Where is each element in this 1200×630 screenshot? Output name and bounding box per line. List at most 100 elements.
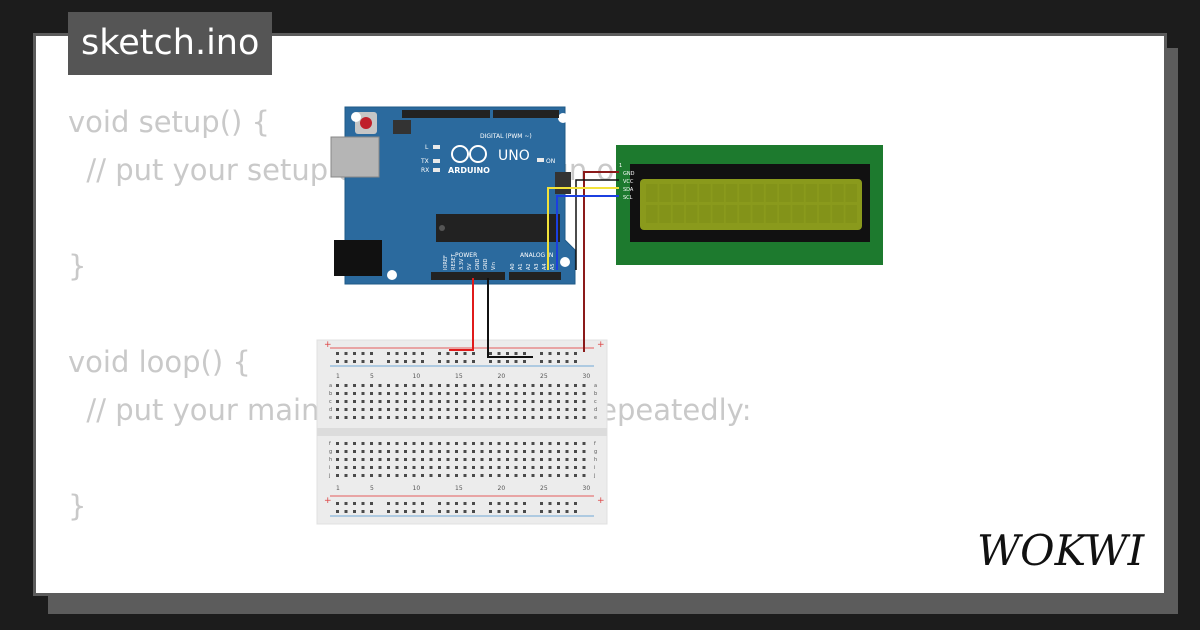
breadboard-hole — [421, 392, 424, 395]
breadboard-hole — [574, 360, 577, 363]
breadboard-hole — [574, 442, 577, 445]
breadboard-hole — [531, 408, 535, 411]
breadboard-hole — [455, 352, 458, 355]
breadboard-hole — [582, 442, 586, 445]
breadboard-hole — [395, 392, 399, 395]
column-number: 5 — [370, 373, 374, 380]
breadboard-hole — [582, 458, 586, 461]
breadboard-hole — [353, 400, 356, 403]
arduino-pin-label: A4 — [542, 263, 548, 270]
breadboard-hole — [387, 408, 390, 411]
breadboard-hole — [353, 392, 356, 395]
arduino-uno[interactable]: DIGITAL (PWM ~) UNO ARDUINO L TX RX ON P… — [330, 106, 576, 285]
breadboard-hole — [344, 384, 348, 387]
model-label: UNO — [498, 148, 530, 164]
breadboard-hole — [548, 352, 552, 355]
arduino-pin-label: A5 — [550, 263, 556, 270]
breadboard-hole — [404, 450, 407, 453]
breadboard-hole — [336, 416, 339, 419]
breadboard-hole — [497, 408, 501, 411]
wire-lcd-gnd[interactable] — [583, 171, 619, 352]
breadboard-hole — [344, 466, 348, 469]
wire-gnd[interactable] — [487, 278, 533, 358]
file-tab[interactable]: sketch.ino — [68, 12, 273, 75]
breadboard-hole — [404, 510, 407, 513]
wires[interactable] — [449, 171, 619, 358]
breadboard-hole — [557, 466, 560, 469]
breadboard-hole — [455, 416, 458, 419]
breadboard-hole — [344, 416, 348, 419]
breadboard-hole — [523, 450, 526, 453]
row-letter: b — [594, 391, 597, 397]
wokwi-logo: WOKWI — [975, 525, 1155, 581]
breadboard-hole — [344, 442, 348, 445]
lcd-cell — [818, 205, 831, 223]
lcd-cell — [832, 205, 844, 223]
rail-plus-label: + — [597, 340, 605, 350]
column-number: 5 — [370, 485, 374, 492]
breadboard-hole — [540, 450, 543, 453]
analog-label: ANALOG IN — [520, 252, 553, 259]
breadboard-hole — [455, 400, 458, 403]
breadboard-hole — [361, 408, 365, 411]
breadboard-hole — [446, 458, 450, 461]
breadboard-hole — [463, 442, 467, 445]
breadboard-hole — [378, 408, 382, 411]
breadboard-hole — [557, 360, 560, 363]
lcd-cell — [712, 184, 724, 202]
lcd-display[interactable]: 1 GND VCC SDA SCL — [616, 145, 883, 265]
row-letter: a — [594, 383, 597, 389]
breadboard-hole — [395, 400, 399, 403]
breadboard-hole — [489, 458, 492, 461]
column-number: 30 — [583, 373, 591, 380]
breadboard-hole — [489, 360, 492, 363]
column-number: 30 — [583, 485, 591, 492]
wire-sda[interactable] — [547, 187, 619, 270]
breadboard-hole — [344, 474, 348, 477]
breadboard-hole — [523, 474, 526, 477]
breadboard-hole — [370, 360, 373, 363]
row-letter: f — [594, 441, 596, 447]
breadboard-hole — [378, 474, 382, 477]
breadboard-hole — [540, 408, 543, 411]
breadboard-hole — [565, 360, 569, 363]
breadboard-hole — [387, 458, 390, 461]
breadboard-hole — [378, 400, 382, 403]
breadboard-hole — [404, 458, 407, 461]
wire-lcd-vcc[interactable] — [575, 179, 619, 270]
breadboard-hole — [421, 502, 424, 505]
breadboard-hole — [472, 408, 475, 411]
breadboard-hole — [429, 474, 433, 477]
breadboard-hole — [421, 408, 424, 411]
breadboard-hole — [421, 474, 424, 477]
lcd-cell — [739, 184, 751, 202]
breadboard-hole — [353, 442, 356, 445]
breadboard-hole — [378, 416, 382, 419]
breadboard-hole — [455, 458, 458, 461]
wire-5v[interactable] — [449, 278, 474, 351]
breadboard-hole — [540, 466, 543, 469]
breadboard-hole — [506, 360, 509, 363]
breadboard-hole — [387, 510, 390, 513]
breadboard-hole — [455, 466, 458, 469]
breadboard-hole — [523, 392, 526, 395]
breadboard-hole — [506, 458, 509, 461]
breadboard-hole — [565, 510, 569, 513]
breadboard-hole — [387, 392, 390, 395]
breadboard-hole — [370, 450, 373, 453]
breadboard-hole — [412, 400, 416, 403]
breadboard-hole — [463, 458, 467, 461]
breadboard-hole — [497, 450, 501, 453]
wire-scl[interactable] — [556, 195, 619, 270]
breadboard-hole — [565, 450, 569, 453]
breadboard-hole — [336, 408, 339, 411]
breadboard-hole — [506, 442, 509, 445]
breadboard-hole — [463, 360, 467, 363]
breadboard-hole — [395, 408, 399, 411]
breadboard-hole — [463, 466, 467, 469]
breadboard-hole — [353, 450, 356, 453]
breadboard-hole — [463, 352, 467, 355]
breadboard-hole — [531, 450, 535, 453]
breadboard-hole — [438, 466, 441, 469]
